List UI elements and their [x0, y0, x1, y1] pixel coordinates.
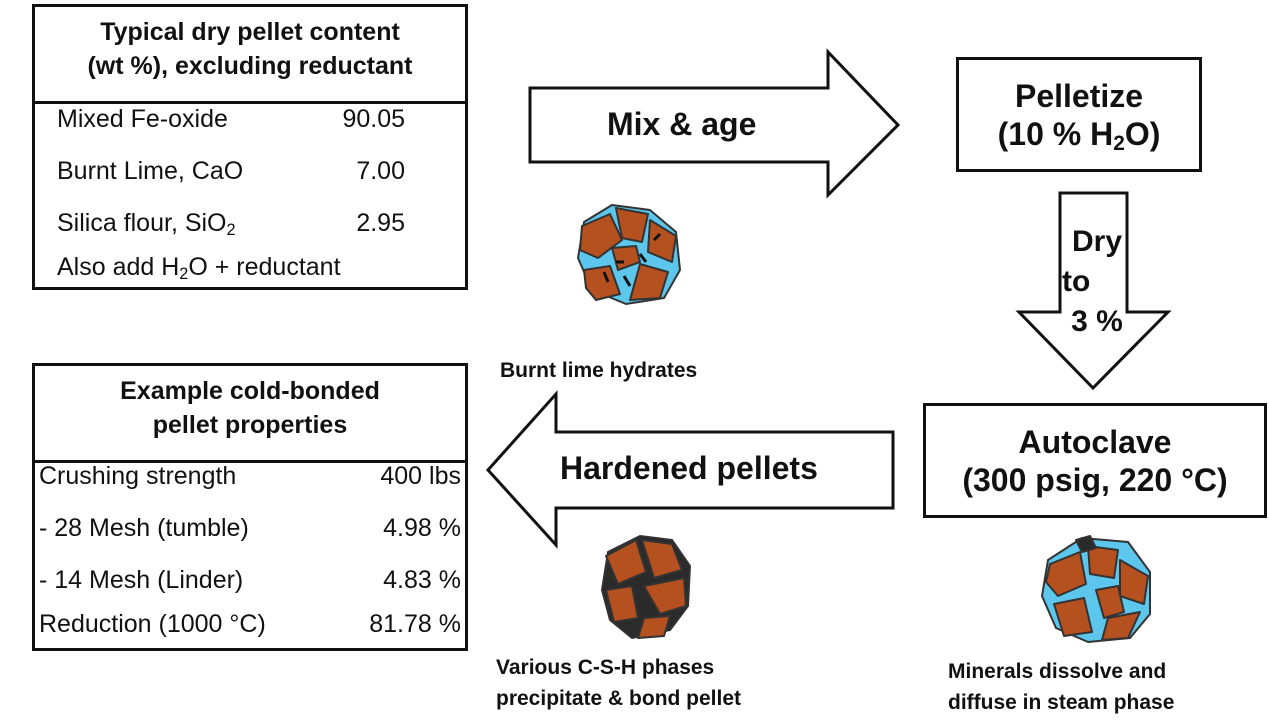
pellet-content-title-line1: Typical dry pellet content: [100, 18, 400, 46]
row-label: - 14 Mesh (Linder): [39, 566, 244, 594]
hardened-label: Hardened pellets: [560, 450, 818, 486]
row-value: 4.98 %: [383, 514, 461, 542]
dry-line2: to: [1062, 265, 1091, 298]
row-label: Mixed Fe-oxide: [57, 105, 228, 133]
hardened-arrow: [485, 390, 895, 549]
dry-line3: 3 %: [1071, 305, 1123, 338]
row-value: 2.95: [356, 209, 405, 237]
row-value: 4.83 %: [383, 566, 461, 594]
note-pre: Also add H: [57, 253, 180, 281]
dry-arrow: [1015, 191, 1172, 391]
mix-age-arrow: [528, 48, 901, 199]
pellet-autoclave-icon: [1041, 535, 1151, 643]
pellet-content-box: Typical dry pellet content (wt %), exclu…: [32, 4, 468, 290]
autoclave-line2: (300 psig, 220 °C): [962, 461, 1228, 498]
csh-caption: Various C-S-H phases precipitate & bond …: [496, 652, 741, 714]
row-value: 7.00: [356, 157, 405, 185]
minerals-caption: Minerals dissolve and diffuse in steam p…: [948, 656, 1174, 718]
row-label-main: Silica flour, SiO: [57, 209, 227, 237]
row-label: Silica flour, SiO2: [57, 209, 236, 238]
minerals-caption-line1: Minerals dissolve and: [948, 660, 1167, 683]
pelletize-line2: (10 % H2O): [959, 115, 1199, 155]
pellet-hydrating-icon: [577, 204, 681, 305]
note-post: O + reductant: [188, 253, 341, 281]
pelletize-line2-post: O): [1124, 115, 1161, 152]
pellet-properties-title-line2: pellet properties: [152, 411, 348, 439]
pellet-properties-box: Example cold-bonded pellet properties Cr…: [32, 363, 468, 651]
row-value: 400 lbs: [380, 462, 461, 490]
autoclave-line1: Autoclave: [1018, 423, 1172, 460]
pelletize-box: Pelletize (10 % H2O): [956, 57, 1202, 172]
pellet-hardened-icon: [601, 535, 691, 639]
pellet-properties-header: Example cold-bonded pellet properties: [35, 366, 465, 463]
note-sub: 2: [179, 265, 189, 284]
mix-age-label: Mix & age: [607, 106, 757, 142]
row-value: 81.78 %: [369, 610, 461, 638]
pellet-content-header: Typical dry pellet content (wt %), exclu…: [35, 7, 465, 104]
row-value: 90.05: [342, 105, 405, 133]
dry-line1: Dry: [1071, 225, 1123, 258]
pellet-content-title-line2: (wt %), excluding reductant: [87, 52, 413, 80]
pelletize-line2-pre: (10 % H: [997, 115, 1114, 152]
row-label: Crushing strength: [39, 462, 237, 490]
dry-label: Dry to 3 %: [1062, 222, 1132, 342]
csh-caption-line2: precipitate & bond pellet: [496, 687, 742, 710]
content-note: Also add H2O + reductant: [57, 253, 341, 282]
row-label: Reduction (1000 °C): [39, 610, 266, 638]
csh-caption-line1: Various C-S-H phases: [496, 656, 715, 679]
pelletize-line2-sub: 2: [1113, 131, 1125, 155]
autoclave-box: Autoclave (300 psig, 220 °C): [923, 403, 1267, 518]
row-label: - 28 Mesh (tumble): [39, 514, 249, 542]
minerals-caption-line2: diffuse in steam phase: [948, 691, 1175, 714]
row-label-sub: 2: [226, 221, 236, 240]
pelletize-line1: Pelletize: [1014, 77, 1144, 114]
row-label: Burnt Lime, CaO: [57, 157, 244, 185]
burnt-lime-caption: Burnt lime hydrates: [500, 359, 698, 382]
pellet-properties-title-line1: Example cold-bonded: [120, 377, 380, 405]
